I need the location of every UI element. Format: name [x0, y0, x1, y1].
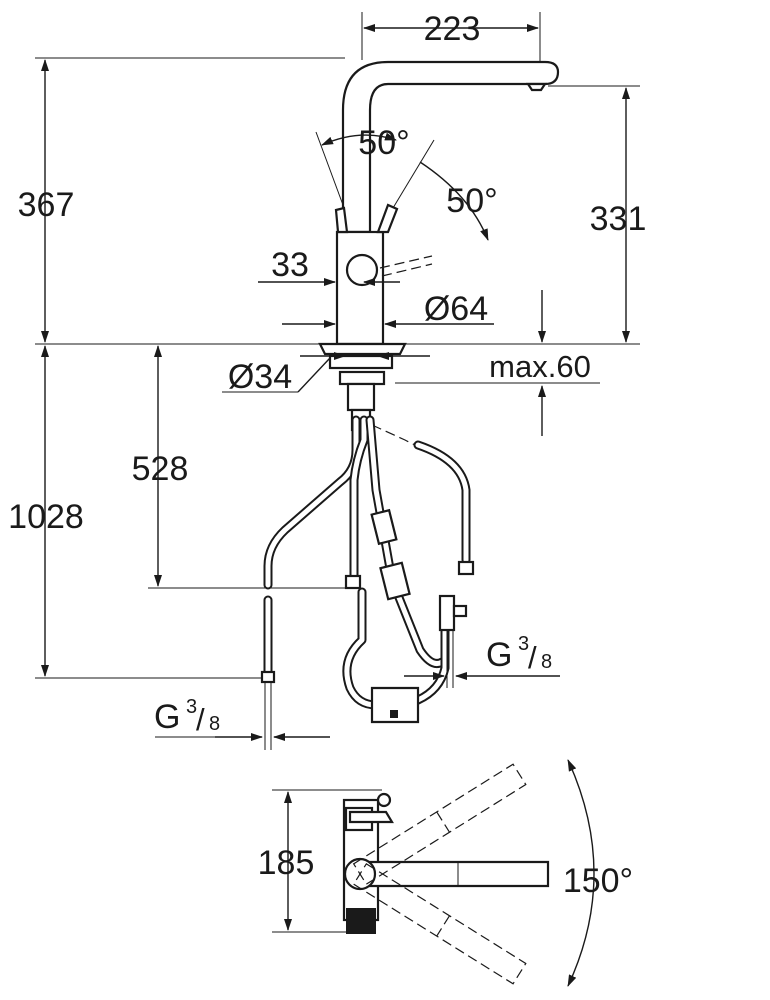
- faucet-plan-view: [272, 759, 595, 987]
- svg-text:3: 3: [186, 696, 197, 718]
- mount-washer: [338, 370, 386, 386]
- svg-text:8: 8: [209, 713, 220, 735]
- hose-weight: [370, 686, 420, 724]
- label-base-diameter: Ø64: [424, 290, 488, 328]
- base-plate: [318, 342, 407, 356]
- hose-connector: [370, 508, 398, 546]
- svg-text:8: 8: [541, 651, 552, 673]
- mount-nut: [328, 354, 394, 370]
- lever: [376, 203, 399, 234]
- plan-shank: [346, 908, 376, 934]
- label-spout-reach: 223: [424, 10, 481, 48]
- dimension-lines: [35, 12, 640, 741]
- mount-shank: [346, 382, 376, 412]
- svg-text:/: /: [196, 702, 205, 737]
- label-hole-diameter: Ø34: [228, 358, 292, 396]
- svg-text:G: G: [486, 636, 512, 674]
- svg-text:G: G: [154, 698, 180, 736]
- faucet-body: [335, 230, 385, 346]
- label-swivel-angle: 150°: [563, 862, 633, 900]
- label-lever-offset: 33: [271, 246, 309, 284]
- label-lever-angle-right: 50°: [446, 182, 497, 220]
- dimension-labels: 223 367 331 50° 50° 33 Ø64 Ø34 max.60 52…: [8, 10, 646, 900]
- supply-hoses: [260, 415, 475, 750]
- label-thread-right: G 3 / 8: [486, 633, 552, 675]
- svg-text:3: 3: [518, 633, 529, 655]
- valve: [438, 594, 456, 632]
- label-plan-height: 185: [258, 844, 315, 882]
- label-spout-height: 331: [590, 200, 647, 238]
- label-total-height: 367: [18, 186, 75, 224]
- lever-left: [334, 206, 349, 234]
- svg-text:/: /: [528, 640, 537, 675]
- hose-connector-2: [379, 561, 411, 601]
- label-thread-left: G 3 / 8: [154, 696, 220, 737]
- label-max-deck: max.60: [489, 349, 591, 384]
- faucet-side-view: [318, 60, 560, 432]
- spout: [341, 60, 560, 234]
- spout-aerator: [525, 82, 548, 92]
- label-supply-length: 528: [132, 450, 189, 488]
- label-hose-length: 1028: [8, 498, 84, 536]
- label-lever-angle-left: 50°: [358, 124, 409, 162]
- cartridge-circle: [345, 253, 379, 287]
